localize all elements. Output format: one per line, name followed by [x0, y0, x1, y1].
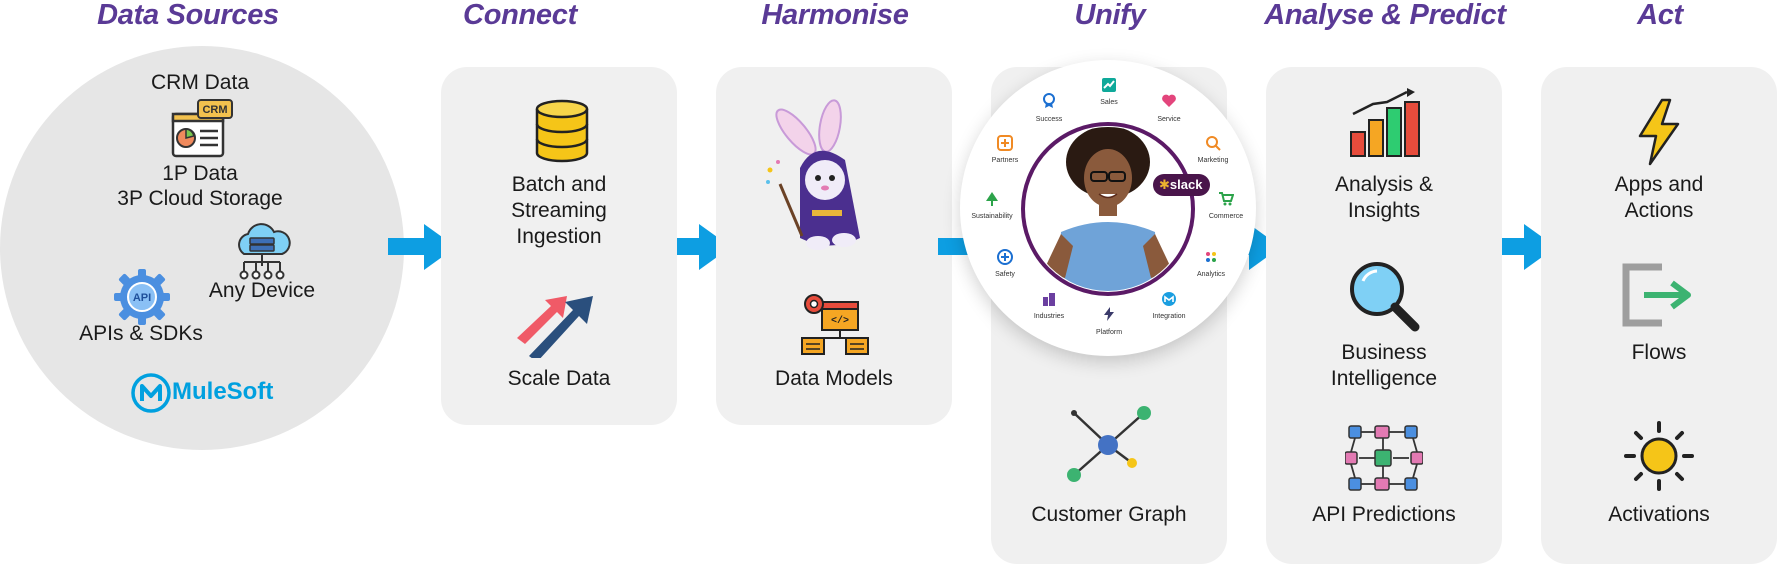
- batch-label-line3: Ingestion: [516, 225, 602, 248]
- crm-data-label: CRM Data: [150, 71, 250, 94]
- svg-text:</>: </>: [831, 315, 849, 327]
- mulesoft-logo-icon: [131, 373, 171, 413]
- ring-label-success: Success: [1035, 116, 1063, 123]
- cloud-device-icon: [238, 223, 291, 280]
- platform-bolt-icon: [1104, 307, 1114, 321]
- ring-label-platform: Platform: [1095, 329, 1123, 336]
- mulesoft-logo-text: MuleSoft: [172, 378, 274, 405]
- activations-label: Activations: [1608, 503, 1710, 526]
- ring-label-safety: Safety: [995, 271, 1015, 278]
- batch-label-line2: Streaming: [511, 199, 607, 222]
- business-intelligence-line1: Business: [1341, 341, 1427, 364]
- ring-label-integration: Integration: [1152, 313, 1186, 320]
- apps-actions-line1: Apps and: [1614, 173, 1704, 196]
- heading-harmonise: Harmonise: [761, 0, 909, 31]
- sun-activations-icon: [1624, 421, 1694, 491]
- ring-label-partners: Partners: [991, 157, 1019, 164]
- ring-label-commerce: Commerce: [1208, 213, 1244, 220]
- crm-icon: CRM: [171, 99, 233, 158]
- scale-data-label: Scale Data: [507, 367, 611, 390]
- database-icon: [535, 99, 589, 163]
- flows-exit-icon: [1622, 263, 1691, 327]
- cloud-storage-label: 3P Cloud Storage: [117, 187, 283, 210]
- industries-icon: [1043, 293, 1055, 306]
- batch-label-line1: Batch and: [511, 173, 607, 196]
- customer-portrait-image: [1021, 122, 1195, 296]
- heading-data-sources: Data Sources: [97, 0, 279, 31]
- wizard-bunny-icon: [766, 99, 860, 250]
- sustainability-tree-icon: [986, 192, 998, 206]
- apis-sdks-label: APIs & SDKs: [79, 322, 203, 345]
- ring-label-service: Service: [1157, 116, 1181, 123]
- ring-label-marketing: Marketing: [1197, 157, 1229, 164]
- success-icon: [1043, 93, 1055, 108]
- heading-act: Act: [1637, 0, 1683, 31]
- apps-actions-line2: Actions: [1624, 199, 1694, 222]
- slack-badge: ✱slack: [1153, 174, 1211, 196]
- partners-icon: [997, 135, 1013, 151]
- api-predictions-network-icon: [1345, 425, 1423, 491]
- slack-badge-text: slack: [1169, 177, 1203, 192]
- data-models-label: Data Models: [775, 367, 893, 390]
- marketing-icon: [1206, 136, 1221, 151]
- ring-label-analytics: Analytics: [1196, 271, 1225, 278]
- commerce-cart-icon: [1219, 192, 1234, 206]
- flows-label: Flows: [1631, 341, 1687, 364]
- integration-icon: [1162, 292, 1176, 306]
- api-predictions-label: API Predictions: [1312, 503, 1456, 526]
- analysis-chart-icon: [1350, 88, 1420, 157]
- api-badge-text: API: [133, 292, 151, 304]
- heading-connect: Connect: [463, 0, 577, 31]
- slack-logo-icon: ✱: [1159, 177, 1170, 192]
- service-heart-icon: [1162, 94, 1176, 107]
- ring-label-sales: Sales: [1100, 99, 1118, 106]
- heading-unify: Unify: [1074, 0, 1146, 31]
- business-intelligence-line2: Intelligence: [1330, 367, 1438, 390]
- analytics-icon: [1206, 252, 1216, 262]
- heading-analyse-predict: Analyse & Predict: [1264, 0, 1506, 31]
- crm-badge-text: CRM: [202, 104, 227, 116]
- safety-icon: [997, 249, 1013, 265]
- api-gear-icon: API: [114, 269, 170, 325]
- lightning-bolt-icon: [1638, 98, 1680, 166]
- any-device-label: Any Device: [208, 279, 316, 302]
- customer-graph-icon: [1067, 406, 1151, 482]
- analysis-insights-line2: Insights: [1347, 199, 1421, 222]
- scale-arrows-icon: [517, 296, 593, 358]
- flow-arrow-1: [388, 224, 456, 270]
- analysis-insights-line1: Analysis &: [1334, 173, 1434, 196]
- sales-icon: [1102, 78, 1116, 92]
- first-party-data-label: 1P Data: [162, 162, 238, 185]
- data-models-icon: </>: [801, 294, 869, 355]
- ring-label-sustainability: Sustainability: [971, 213, 1013, 220]
- magnifier-icon: [1350, 262, 1420, 332]
- customer-graph-label: Customer Graph: [1031, 503, 1187, 526]
- ring-label-industries: Industries: [1033, 313, 1065, 320]
